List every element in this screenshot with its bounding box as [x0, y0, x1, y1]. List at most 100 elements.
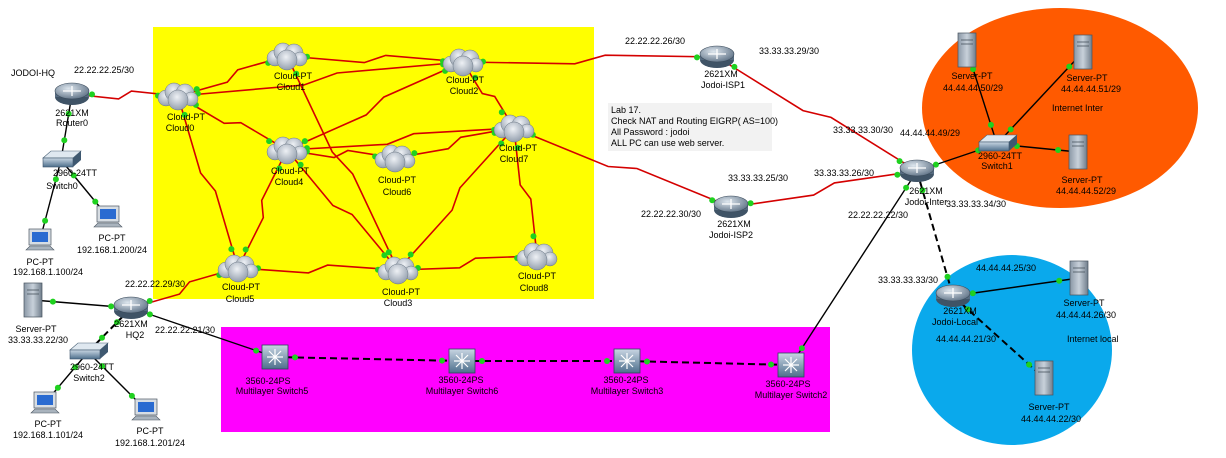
link-local-server_26-port-1 [1056, 277, 1063, 284]
server_50-server-icon[interactable] [957, 32, 977, 68]
link-label-hq2-mls: 22.22.22.21/30 [155, 325, 215, 335]
cloud3-cloud-icon[interactable] [377, 256, 419, 285]
server_51-server-icon[interactable] [1073, 34, 1093, 70]
mls2-multilayer-switch-icon[interactable] [777, 352, 805, 378]
link-isp2-inter-port-0 [747, 200, 754, 207]
cloud4-name: Cloud4 [275, 177, 304, 187]
link-cloud2-cloud7-port-1 [498, 109, 505, 116]
text-labels: JODOI-HQ2621XMRouter02960-24TTSwitch0PC-… [8, 36, 1121, 448]
server_hq2-server-icon[interactable] [23, 282, 43, 318]
link-cloud2-cloud7-port-0 [472, 74, 479, 81]
switch0-switch-icon[interactable] [42, 150, 82, 168]
cloud0-name: Cloud0 [166, 123, 195, 133]
cloud5-type: Cloud-PT [222, 282, 261, 292]
link-cloud3-cloud8 [397, 255, 538, 271]
server-52-ip: 44.44.44.52/29 [1056, 186, 1116, 196]
router0-router-icon[interactable] [54, 82, 90, 105]
note-line-2: Check NAT and Routing EIGRP( AS=100) [611, 116, 778, 126]
local-name: Jodoi-Local [932, 317, 978, 327]
link-cloud1-cloud3-port-1 [385, 249, 392, 256]
link-cloud7-cloud8 [513, 127, 538, 257]
cloud3-type: Cloud-PT [382, 287, 421, 297]
cloud2-type: Cloud-PT [446, 75, 485, 85]
switch0-name: Switch0 [46, 181, 78, 191]
isp1-router-icon[interactable] [699, 45, 735, 68]
hq2-router-icon[interactable] [113, 296, 149, 319]
switch1-switch-icon[interactable] [978, 134, 1018, 152]
cloud7-name: Cloud7 [500, 154, 529, 164]
cloud5-cloud-icon[interactable] [217, 254, 259, 283]
link-isp2-inter [730, 170, 918, 208]
link-hq2-switch2-port-1 [99, 334, 105, 341]
pc_hq_b-pc-icon[interactable] [93, 205, 123, 228]
server-hq2-type: Server-PT [15, 324, 57, 334]
link-cloud0-cloud1 [177, 55, 288, 97]
mls3-multilayer-switch-icon[interactable] [613, 348, 641, 374]
link-cloud4-cloud5-port-0 [276, 165, 283, 172]
server-26-type: Server-PT [1063, 298, 1105, 308]
link-inter-local-port-1 [944, 273, 951, 280]
pc_hq_a-pc-icon[interactable] [25, 228, 55, 251]
pc-hq-a-type: PC-PT [27, 257, 55, 267]
cloud2-name: Cloud2 [450, 86, 479, 96]
cloud7-cloud-icon[interactable] [493, 114, 535, 143]
inter-router-icon[interactable] [899, 159, 935, 182]
link-cloud7-cloud3-port-1 [407, 251, 414, 258]
link-switch0-pc_hq_a-port-0 [52, 176, 59, 183]
cloud2-cloud-icon[interactable] [442, 48, 484, 77]
link-cloud7-cloud3-port-0 [498, 140, 505, 147]
pc_hq2_a-pc-icon[interactable] [30, 391, 60, 414]
link-cloud4-cloud5-port-1 [242, 246, 249, 253]
link-cloud4-cloud3-port-0 [297, 161, 304, 168]
link-isp1-inter-port-0 [731, 63, 738, 70]
cloud1-type: Cloud-PT [274, 71, 313, 81]
link-isp2-inter-port-1 [894, 171, 901, 178]
mls6-multilayer-switch-icon[interactable] [448, 348, 476, 374]
link-router0-switch0-port-1 [61, 137, 68, 144]
link-isp1-inter-port-1 [896, 158, 903, 165]
switch2-switch-icon[interactable] [69, 342, 109, 360]
pc-hq2-b-type: PC-PT [137, 426, 165, 436]
server-hq2-ip: 33.33.33.22/30 [8, 335, 68, 345]
link-mls3-mls2-port-1 [768, 361, 774, 368]
link-cloud5-cloud3 [237, 264, 399, 274]
link-switch2-pc_hq2_a-port-0 [72, 364, 79, 371]
link-cloud6-cloud7 [394, 127, 515, 159]
cloud8-cloud-icon[interactable] [516, 242, 558, 271]
link-cloud2-isp1-port-1 [694, 54, 700, 61]
link-isp1-inter [716, 56, 918, 172]
link-label-local-srv26: 44.44.44.25/30 [976, 263, 1036, 273]
link-mls5-mls6-port-1 [439, 357, 445, 364]
link-hq2-mls5-port-0 [146, 311, 153, 318]
server_26-server-icon[interactable] [1069, 260, 1089, 296]
link-cloud2-cloud4 [286, 61, 464, 151]
link-switch0-pc_hq_b-port-1 [92, 198, 99, 205]
link-label-c7-isp2: 22.22.22.30/30 [641, 209, 701, 219]
pc_hq2_b-pc-icon[interactable] [131, 398, 161, 421]
cloud1-cloud-icon[interactable] [266, 42, 308, 71]
server_22-server-icon[interactable] [1034, 360, 1054, 396]
cloud4-cloud-icon[interactable] [266, 136, 308, 165]
server-22-ip: 44.44.44.22/30 [1021, 414, 1081, 424]
link-cloud0-cloud2 [177, 61, 464, 97]
link-cloud1-cloud2 [286, 54, 464, 64]
server_52-server-icon[interactable] [1068, 134, 1088, 170]
pc-hq2-a-ip: 192.168.1.101/24 [13, 430, 83, 440]
link-hq2-mls5 [130, 307, 276, 358]
link-local-server_26-port-0 [969, 290, 976, 297]
inter-model: 2621XM [909, 186, 943, 196]
isp2-router-icon[interactable] [713, 195, 749, 218]
cloud0-cloud-icon[interactable] [157, 82, 199, 111]
cloud6-cloud-icon[interactable] [374, 144, 416, 173]
mls3-name: Multilayer Switch3 [591, 386, 664, 396]
link-label-sw1-gw: 44.44.44.49/29 [900, 128, 960, 138]
server-51-ip: 44.44.44.51/29 [1061, 84, 1121, 94]
link-mls5-mls6 [274, 356, 463, 362]
mls5-multilayer-switch-icon[interactable] [261, 344, 289, 370]
link-label-local-srv22: 44.44.44.21/30 [936, 334, 996, 344]
mls2-model: 3560-24PS [765, 379, 810, 389]
cloud0-type: Cloud-PT [167, 112, 206, 122]
local-router-icon[interactable] [935, 284, 971, 307]
server-22-type: Server-PT [1028, 402, 1070, 412]
